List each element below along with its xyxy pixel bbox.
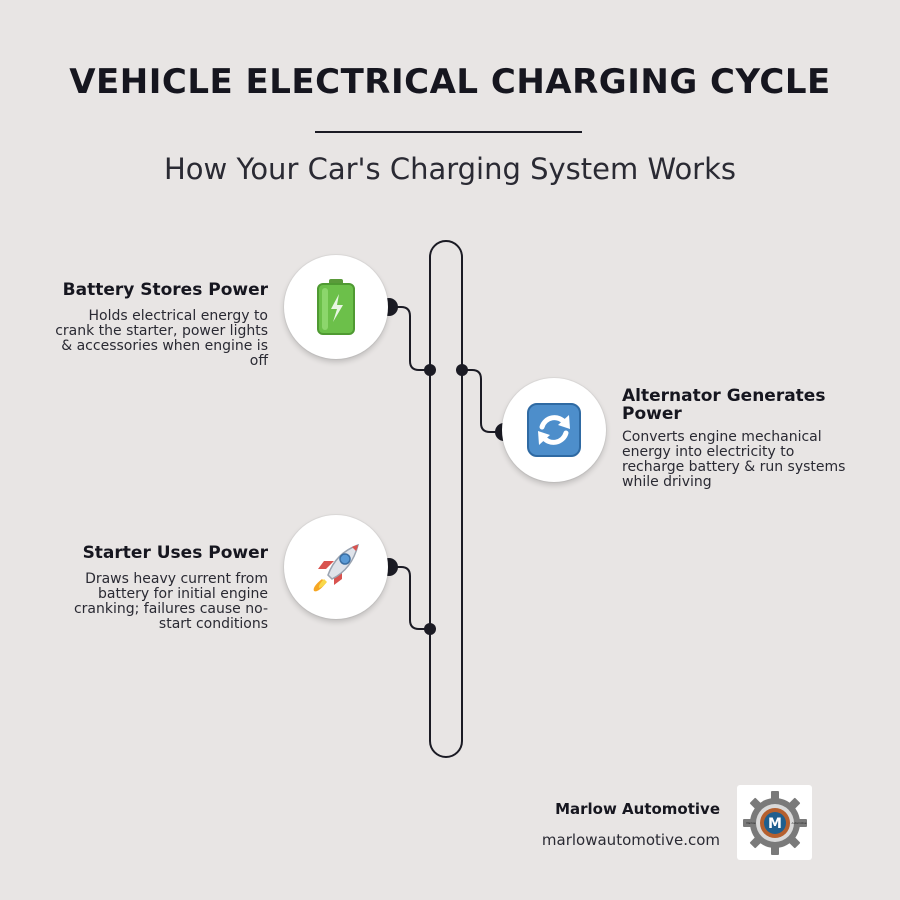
battery-step-title: Battery Stores Power <box>62 280 268 300</box>
battery-icon <box>317 279 355 335</box>
starter-step-description: Draws heavy current from battery for ini… <box>73 571 268 632</box>
circuit-loop <box>429 240 463 758</box>
title-divider <box>315 131 582 133</box>
battery-connector-wire <box>389 306 430 371</box>
battery-junction-dot <box>424 364 436 376</box>
alternator-step-title: Alternator Generates Power <box>622 386 826 424</box>
battery-icon-circle <box>284 255 388 359</box>
alternator-junction-dot <box>456 364 468 376</box>
starter-step-title: Starter Uses Power <box>82 543 268 563</box>
company-name: Marlow Automotive <box>555 800 720 818</box>
battery-step-description: Holds electrical energy to crank the sta… <box>55 308 268 369</box>
alternator-icon-circle <box>502 378 606 482</box>
starter-junction-dot <box>424 623 436 635</box>
starter-connector-wire <box>389 566 430 630</box>
gear-logo-icon: M Marlow Automotive <box>742 790 807 855</box>
company-website[interactable]: marlowautomotive.com <box>541 831 720 849</box>
starter-icon-circle <box>284 515 388 619</box>
company-logo: M Marlow Automotive <box>737 785 812 860</box>
logo-left-text: Marlow <box>746 821 756 825</box>
logo-right-text: Automotive <box>791 821 806 825</box>
alternator-step-description: Converts engine mechanical energy into e… <box>622 429 846 490</box>
cycle-arrows-icon <box>527 403 581 457</box>
logo-letter: M <box>768 816 782 832</box>
page-subtitle: How Your Car's Charging System Works <box>163 152 737 186</box>
page-title: VEHICLE ELECTRICAL CHARGING CYCLE <box>69 62 831 102</box>
alternator-connector-wire <box>462 369 504 433</box>
rocket-icon <box>313 543 360 592</box>
